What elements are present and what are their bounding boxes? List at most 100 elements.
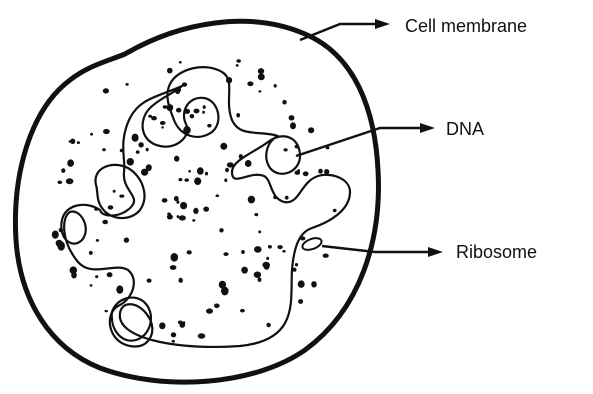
cytoplasm-dot (197, 167, 204, 174)
cytoplasm-dot (58, 181, 63, 184)
cytoplasm-dot (77, 141, 80, 144)
cytoplasm-dot (102, 220, 108, 224)
cytoplasm-dot (159, 322, 165, 329)
cytoplasm-dot (179, 278, 183, 283)
cytoplasm-dot (198, 333, 206, 338)
cytoplasm-dot (176, 108, 181, 113)
cytoplasm-dot (56, 240, 63, 247)
cytoplasm-dot (241, 267, 248, 274)
cytoplasm-dot (254, 246, 262, 253)
cytoplasm-dot (262, 262, 270, 268)
dna-label: DNA (446, 119, 484, 139)
cytoplasm-dot (254, 272, 261, 278)
cytoplasm-dot (163, 105, 168, 108)
cell-membrane-outline (15, 21, 378, 382)
cytoplasm-dot (295, 171, 301, 175)
cytoplasm-dot (170, 265, 177, 270)
cytoplasm-dot (277, 245, 282, 249)
dna-pointer (296, 123, 435, 156)
cytoplasm-dot (146, 148, 149, 152)
cytoplasm-dot (311, 281, 317, 287)
cytoplasm-dot (167, 68, 173, 74)
cytoplasm-dot (136, 150, 140, 153)
cytoplasm-dot (193, 208, 198, 214)
cytoplasm-dot (70, 139, 75, 145)
cytoplasm-dot (258, 277, 262, 282)
cytoplasm-dot (178, 321, 183, 325)
cytoplasm-dot (258, 90, 261, 92)
cytoplasm-dot (202, 111, 205, 114)
cytoplasm-dot (174, 156, 179, 162)
cytoplasm-dot (285, 196, 289, 200)
cytoplasm-dot (103, 129, 110, 134)
cytoplasm-dot (103, 88, 109, 93)
cytoplasm-dot (216, 194, 220, 197)
cytoplasm-dot (247, 81, 253, 86)
cytoplasm-dot (219, 228, 223, 232)
cytoplasm-dot (282, 100, 286, 105)
cytoplasm-dot (323, 254, 329, 258)
cytoplasm-dot (225, 168, 229, 172)
cytoplasm-dot (258, 230, 261, 233)
cytoplasm-dot (308, 127, 314, 133)
cytoplasm-dot (127, 158, 134, 166)
cytoplasm-dot (61, 168, 65, 173)
cytoplasm-dot (102, 148, 106, 151)
cytoplasm-dot (178, 178, 182, 181)
cytoplasm-dot (223, 252, 228, 256)
cytoplasm-dot (125, 83, 128, 86)
cytoplasm-dot (203, 207, 209, 212)
cytoplasm-dot (188, 170, 191, 173)
cytoplasm-dot (203, 105, 206, 109)
cytoplasm-dot (116, 285, 123, 293)
cytoplasm-dot (290, 122, 296, 129)
cytoplasm-dot (96, 239, 99, 242)
cytoplasm-dot (268, 245, 272, 249)
cytoplasm-dot (66, 178, 74, 184)
cytoplasm-dot (214, 304, 220, 309)
cytoplasm-dot (236, 113, 240, 118)
cytoplasm-dot (236, 59, 241, 63)
cytoplasm-dot (172, 340, 175, 343)
cytoplasm-dot (274, 84, 277, 88)
cytoplasm-dot (241, 250, 245, 254)
ribosome-pointer (322, 246, 443, 257)
cytoplasm-dot (333, 209, 337, 213)
cytoplasm-dot (266, 323, 270, 328)
cytoplasm-dot (240, 309, 245, 313)
cytoplasm-dot (177, 215, 180, 218)
cytoplasm-dot (184, 178, 189, 182)
cytoplasm-dot (107, 272, 113, 277)
cytoplasm-dot (206, 308, 213, 313)
cytoplasm-dot (187, 250, 192, 254)
cytoplasm-dot (52, 231, 59, 239)
cytoplasm-dot (303, 171, 309, 176)
cytoplasm-dot (151, 116, 157, 120)
cytoplasm-dot (298, 280, 305, 287)
cytoplasm-dot (95, 275, 98, 278)
cytoplasm-dot (194, 109, 200, 114)
cytoplasm-dot (147, 279, 152, 283)
cytoplasm-dot (282, 250, 285, 253)
cytoplasm-dot (254, 213, 258, 216)
cytoplasm-dot (90, 284, 93, 286)
cell-membrane-label: Cell membrane (405, 16, 527, 36)
cytoplasm-dot (266, 257, 269, 260)
cytoplasm-dot (124, 238, 129, 243)
cytoplasm-dot (318, 169, 323, 174)
cytoplasm-dot (258, 74, 265, 81)
cytoplasm-dot (138, 142, 143, 147)
cytoplasm-dot (258, 68, 264, 74)
cytoplasm-dot (190, 114, 195, 118)
cytoplasm-dot (67, 159, 74, 166)
cytoplasm-dot (295, 263, 298, 266)
cytoplasm-dot (146, 164, 152, 171)
cytoplasm-dot (108, 205, 114, 209)
cytoplasm-dot (105, 310, 108, 312)
cytoplasm-dot (284, 148, 288, 151)
cytoplasm-dot (248, 196, 255, 204)
cytoplasm-dot (171, 253, 179, 262)
cytoplasm-dot (70, 266, 78, 274)
dna-loop-left (95, 165, 144, 218)
